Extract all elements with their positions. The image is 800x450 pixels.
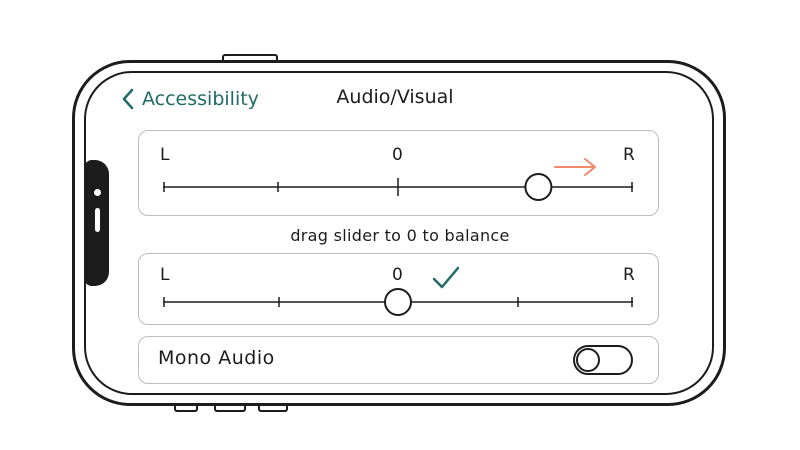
phone-frame bbox=[72, 60, 726, 406]
center-label: 0 bbox=[392, 265, 403, 285]
center-label: 0 bbox=[392, 145, 403, 165]
slider-thumb[interactable] bbox=[384, 288, 412, 316]
chevron-left-icon bbox=[122, 88, 134, 110]
mono-audio-label: Mono Audio bbox=[158, 347, 275, 369]
toggle-knob bbox=[576, 348, 600, 372]
instruction-text: drag slider to 0 to balance bbox=[290, 226, 510, 245]
mono-audio-toggle[interactable] bbox=[573, 345, 633, 375]
checkmark-icon bbox=[432, 266, 460, 289]
balance-slider-before[interactable] bbox=[163, 173, 633, 201]
camera-icon bbox=[94, 189, 101, 196]
side-button bbox=[174, 406, 198, 412]
page-title: Audio/Visual bbox=[336, 86, 454, 108]
balance-slider-after[interactable] bbox=[163, 288, 633, 316]
left-channel-label: L bbox=[160, 145, 170, 165]
balance-card-before bbox=[138, 130, 659, 216]
mono-audio-row bbox=[138, 336, 659, 384]
side-button bbox=[214, 406, 246, 412]
back-label: Accessibility bbox=[142, 88, 259, 110]
speaker-slit bbox=[95, 208, 100, 232]
volume-button bbox=[222, 54, 278, 60]
side-button bbox=[258, 406, 288, 412]
arrow-right-icon bbox=[554, 158, 596, 176]
slider-thumb[interactable] bbox=[524, 173, 553, 201]
left-channel-label: L bbox=[160, 265, 170, 285]
right-channel-label: R bbox=[623, 145, 635, 165]
right-channel-label: R bbox=[623, 265, 635, 285]
back-button[interactable]: Accessibility bbox=[118, 86, 259, 112]
